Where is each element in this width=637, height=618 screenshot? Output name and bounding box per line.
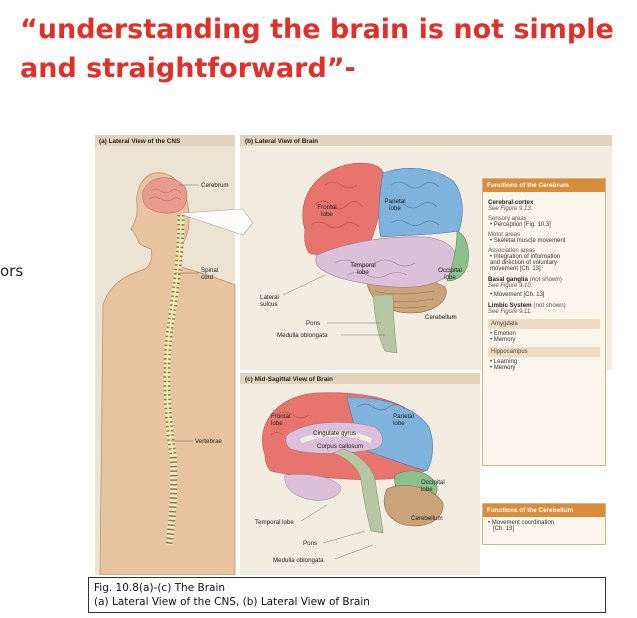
label-b-lateral-1: Lateral [260,294,279,301]
label-b-occipital-1: Occipital [438,267,462,274]
panel-b-header: (b) Lateral View of Brain [245,138,318,145]
figure-caption: Fig. 10.8(a)-(c) The Brain (a) Lateral V… [88,577,606,613]
assoc-item-3: movement [Ch. 13] [490,266,541,272]
label-c-temporal: Temporal lobe [255,519,294,526]
caption-line-2: (a) Lateral View of the CNS, (b) Lateral… [94,596,370,608]
cerebellum-functions-panel: Functions of the Cerebellum • Movement c… [482,503,606,545]
limbic-heading: Limbic System (not shown) [488,302,600,309]
label-b-cerebellum: Cerebellum [425,314,457,321]
parietal-lobe-b [378,168,463,238]
basal-title: Basal ganglia [488,276,528,283]
amygdala-item-1: • Emotion [490,331,516,337]
slide-title: “understanding the brain is not simple a… [20,10,620,88]
hippo-item-2: • Memory [490,365,516,371]
cerebrum-panel-header: Functions of the Cerebrum [483,179,605,192]
label-a-spinal-2: cord [201,274,214,281]
label-b-pons: Pons [306,320,320,327]
cerebellum-panel-header: Functions of the Cerebellum [483,504,605,517]
limbic-title: Limbic System [488,302,532,309]
label-c-frontal-2: lobe [271,420,283,427]
label-b-temporal-1: Temporal [350,262,375,269]
motor-item: • Skeletal muscle movement [490,238,566,244]
cerebrum-functions-panel: Functions of the Cerebrum Cerebral corte… [482,178,606,466]
label-b-occipital-2: lobe [444,274,456,281]
occipital-lobe-b [446,230,469,282]
label-b-temporal-2: lobe [357,269,369,276]
basal-see: See Figure 9.10. [488,283,533,289]
basal-ganglia-heading: Basal ganglia (not shown) [488,276,600,283]
corpus-callosum-shape [300,431,373,444]
cerebrum-shape [142,177,188,214]
label-b-frontal-1: Frontal [317,204,336,211]
label-c-parietal-2: lobe [393,420,405,427]
panel-c-header: (c) Mid-Sagittal View of Brain [245,376,333,383]
motor-areas: Motor areas [488,232,521,238]
label-b-medulla: Medulla oblongata [277,332,328,339]
label-c-frontal-1: Frontal [271,413,290,420]
amygdala-chip: Amygdala [488,319,600,329]
hippo-item-1: • Learning [490,359,518,365]
brainstem-shape-b [372,294,398,354]
label-c-occipital-2: lobe [421,486,433,493]
cropped-left-text: ors [0,262,24,280]
cortex-see: See Figure 9.13. [488,206,533,212]
sensory-item: • Perception [Fig. 10.3] [490,222,551,228]
cingulate-gyrus-shape [285,422,383,454]
limbic-see: See Figure 9.11. [488,309,532,315]
lateral-brain [302,162,469,354]
label-c-occipital-1: Occipital [421,479,445,486]
brainstem-shape-c [332,448,384,534]
label-b-parietal-2: lobe [389,205,401,212]
cerebellum-item-1: • Movement coordination [488,520,555,526]
cerebellum-shape-c [383,485,444,527]
label-c-cingulate: Cingulate gyrus [313,430,356,437]
label-a-cerebrum: Cerebrum [201,182,229,189]
label-b-lateral-2: sulcus [260,301,278,308]
label-b-parietal-1: Parietal [385,198,406,205]
slide-title-line-2: and straightforward”- [20,53,356,84]
label-c-cerebellum: Cerebellum [411,515,443,522]
cortex-title: Cerebral cortex [488,199,534,206]
label-a-vertebrae: Vertebrae [195,438,222,445]
label-a-spinal-1: Spinal [201,267,218,274]
spinal-cord-shape [166,214,182,456]
slide-title-line-1: “understanding the brain is not simple [20,14,614,45]
caption-line-1: Fig. 10.8(a)-(c) The Brain [94,582,226,594]
label-c-pons: Pons [303,540,317,547]
temporal-lobe-c [284,474,342,501]
basal-note: (not shown) [527,276,562,283]
hippocampus-chip: Hippocampus [488,347,600,357]
label-c-corpus: Corpus callosum [317,443,363,450]
limbic-note: (not shown) [531,302,566,309]
label-b-frontal-2: lobe [321,211,333,218]
sensory-areas: Sensory areas [488,216,527,222]
association-areas: Association areas [488,248,536,254]
cerebellum-item-2: [Ch. 13] [493,526,515,532]
sagittal-brain [262,392,444,534]
label-c-parietal-1: Parietal [393,413,414,420]
assoc-item-1: • Integration of information [490,254,561,260]
label-c-medulla: Medulla oblongata [273,557,324,564]
temporal-lobe-b [315,236,458,288]
basal-item: • Movement [Ch. 13] [490,292,545,298]
assoc-item-2: and direction of voluntary [490,260,558,266]
body-silhouette [99,172,236,575]
panel-a-header: (a) Lateral View of the CNS [99,138,181,145]
amygdala-item-2: • Memory [490,337,516,343]
